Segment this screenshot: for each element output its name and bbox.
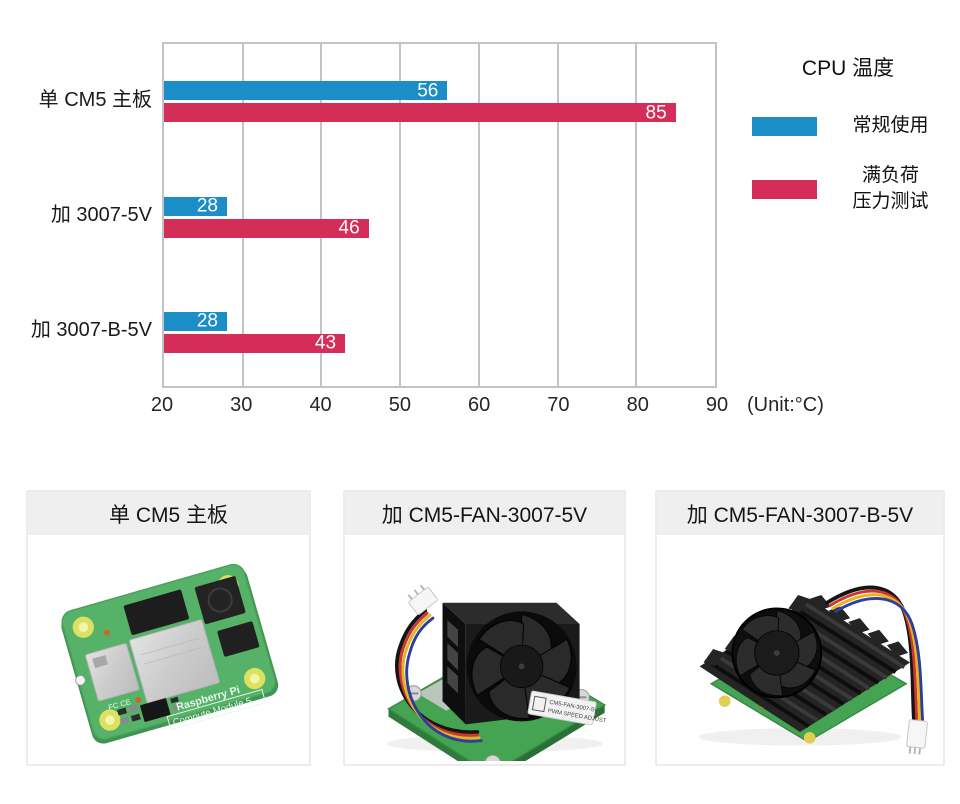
bar-full-load: 46 [164, 217, 369, 239]
category-label: 单 CM5 主板 [38, 88, 152, 111]
legend-label-full-load: 满负荷 压力测试 [837, 163, 944, 215]
bar-normal-use: 28 [164, 310, 227, 332]
gridline [556, 44, 559, 386]
legend-label-full-load-line2: 压力测试 [852, 191, 929, 212]
axis-unit-label: (Unit:°C) [747, 394, 824, 416]
x-tick-label: 90 [705, 394, 729, 416]
bar-value-label: 85 [645, 102, 667, 124]
x-tick-label: 80 [626, 394, 649, 416]
gridline [635, 44, 638, 386]
legend: CPU 温度 常规使用 满负荷 压力测试 [752, 56, 944, 239]
bar-value-label: 46 [338, 217, 360, 239]
legend-swatch-blue [752, 116, 817, 136]
card-image-cm5-fan-3007-5v: CM5-FAN-3007-5V PWM SPEED ADJUST [345, 535, 624, 764]
gridline [477, 44, 480, 386]
cm5-board-illustration: FC CE Raspberry Pi Compute Module 5 [60, 563, 278, 744]
x-tick-label: 70 [547, 394, 570, 416]
x-tick-label: 50 [388, 394, 411, 416]
card-cm5-fan-3007-5v: 加 CM5-FAN-3007-5V [343, 490, 626, 766]
legend-swatch-red [752, 179, 817, 199]
bar-full-load: 85 [164, 102, 676, 124]
x-axis: 20 30 40 50 60 70 80 90 [151, 393, 728, 417]
bar-value-label: 56 [417, 80, 439, 102]
legend-label-normal-use: 常规使用 [852, 115, 929, 136]
gridline [320, 44, 323, 386]
bar-value-label: 28 [196, 310, 218, 332]
bar-value-label: 28 [196, 195, 218, 217]
card-title-cm5-board: 单 CM5 主板 [28, 492, 309, 535]
card-cm5-board: 单 CM5 主板 [26, 490, 311, 766]
x-tick-label: 40 [309, 394, 332, 416]
gridline [399, 44, 402, 386]
x-tick-label: 60 [468, 394, 491, 416]
bar-normal-use: 56 [164, 80, 448, 102]
category-label: 加 3007-5V [50, 204, 152, 226]
legend-title: CPU 温度 [801, 57, 895, 80]
cm5-heatsink-fan-illustration [698, 585, 928, 755]
card-image-cm5-board: FC CE Raspberry Pi Compute Module 5 [28, 535, 309, 764]
legend-item-full-load: 满负荷 压力测试 [752, 163, 944, 215]
bar-full-load: 43 [164, 332, 346, 354]
category-label: 加 3007-B-5V [30, 319, 152, 342]
cm5-fan-illustration: CM5-FAN-3007-5V PWM SPEED ADJUST [386, 584, 607, 761]
cpu-temperature-chart: 56 85 28 46 28 43 单 CM5 主板加 3007-5V 加 3007-B-5… [30, 42, 944, 417]
bar-normal-use: 28 [164, 195, 227, 217]
bar-value-label: 43 [314, 332, 337, 354]
x-tick-label: 20 [150, 394, 174, 416]
gridline [241, 44, 244, 386]
x-tick-label: 30 [230, 394, 253, 416]
plot-area: 56 85 28 46 28 43 [162, 42, 717, 388]
legend-item-normal-use: 常规使用 [752, 113, 944, 139]
card-image-cm5-fan-3007-b-5v [657, 535, 943, 764]
card-title-cm5-fan-3007-b-5v: 加 CM5-FAN-3007-B-5V [657, 492, 943, 535]
legend-label-full-load-line1: 满负荷 [861, 165, 919, 186]
card-title-cm5-fan-3007-5v: 加 CM5-FAN-3007-5V [345, 492, 624, 535]
card-cm5-fan-3007-b-5v: 加 CM5-FAN-3007-B-5V [655, 490, 945, 766]
